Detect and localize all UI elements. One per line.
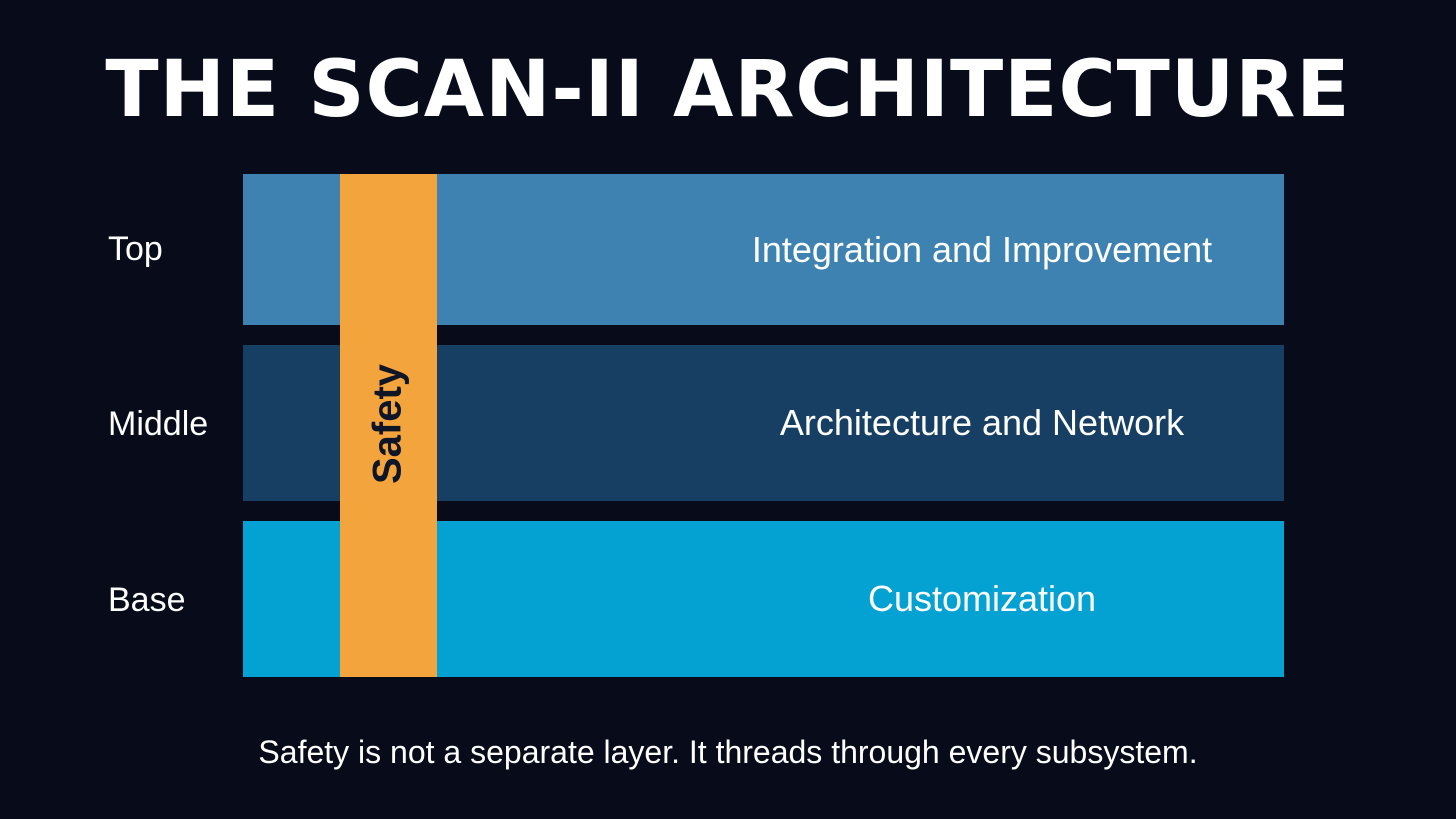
layer-middle-name: Architecture and Network xyxy=(779,402,1185,443)
caption-text: Safety is not a separate layer. It threa… xyxy=(258,734,1198,770)
level-label-base: Base xyxy=(108,581,186,619)
layer-top-name: Integration and Improvement xyxy=(751,228,1213,270)
layer-base-name: Customization xyxy=(867,578,1097,619)
diagram-title: THE SCAN-II ARCHITECTURE xyxy=(105,45,1351,135)
safety-band: Safety xyxy=(340,174,437,677)
level-label-middle: Middle xyxy=(108,405,209,443)
level-label-top: Top xyxy=(108,230,163,268)
safety-label: Safety xyxy=(365,363,410,485)
